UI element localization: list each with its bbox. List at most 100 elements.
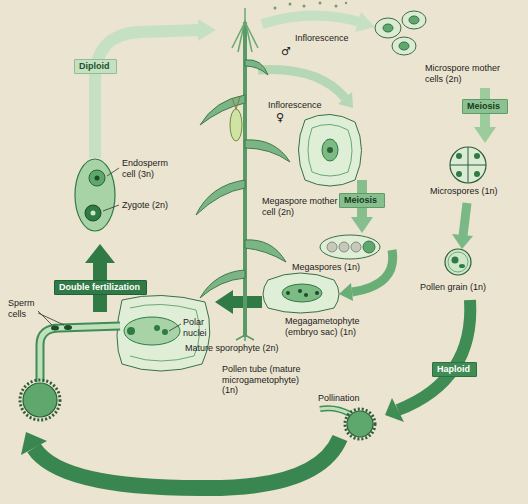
stalk	[243, 22, 247, 335]
polar-nucleus	[154, 325, 160, 331]
pollen-spikes	[20, 380, 60, 420]
arrowhead	[198, 19, 216, 41]
pollen-wall	[445, 249, 471, 275]
roots	[236, 335, 254, 341]
diploid-arrow	[95, 30, 200, 158]
arrowheads	[21, 12, 496, 455]
nucellus	[308, 124, 352, 176]
arrowhead	[339, 283, 353, 301]
pollen-dot	[289, 3, 292, 6]
leaf	[245, 140, 290, 162]
nucleus	[298, 289, 302, 293]
stage-label-box: Diploid	[74, 59, 117, 74]
microspore-arrow	[463, 203, 467, 236]
arrowhead	[85, 244, 115, 263]
zygote	[85, 205, 101, 221]
stage-label: Sperm cells	[8, 298, 42, 319]
stage-label: Megaspore mother cell (2n)	[262, 196, 338, 217]
microspore-tetrad	[450, 147, 486, 183]
pollen-grain	[445, 249, 471, 275]
nucleus	[383, 24, 393, 32]
sperm-cell	[51, 326, 59, 331]
leaf	[245, 60, 268, 75]
stage-label-box: Meiosis	[462, 99, 508, 114]
stage-label: Inflorescence	[268, 100, 334, 111]
pollen-tube	[320, 408, 350, 414]
pollen-grain	[23, 383, 57, 417]
arrowhead	[351, 217, 373, 233]
cell	[392, 37, 416, 55]
megaspore	[327, 242, 337, 252]
pollen-dot	[303, 5, 306, 8]
megagametophyte	[263, 273, 339, 313]
nucleus	[95, 176, 100, 181]
pollen-tube-inner	[320, 408, 350, 414]
nucleus	[474, 153, 480, 159]
cell-walls	[450, 147, 486, 183]
embryo-sac	[75, 159, 115, 231]
nucleus	[459, 264, 465, 268]
ear-arrow	[258, 70, 345, 98]
stage-label-box: Double fertilization	[54, 280, 147, 295]
pollen-dot	[345, 2, 347, 4]
nucleus	[456, 171, 462, 177]
megaspore	[363, 241, 375, 253]
leaf	[245, 240, 286, 262]
pollen-dot	[319, 2, 322, 5]
stage-label: Megagametophyte (embryo sac) (1n)	[285, 316, 377, 337]
tassel	[232, 8, 258, 52]
pollen-tube-inner	[40, 326, 120, 382]
stage-label-box: Haploid	[432, 362, 477, 377]
stage-label: Microspores (1n)	[430, 186, 520, 197]
nucleus	[91, 211, 96, 216]
arrowhead	[452, 234, 473, 249]
pollination-arrow	[34, 438, 340, 488]
cell	[375, 18, 401, 38]
nucleus	[327, 147, 333, 153]
fertilized-embryo-sac	[75, 159, 119, 231]
cycle-arrows	[34, 15, 485, 488]
pollen-tube-in-ovule	[20, 295, 210, 420]
pollen-inner	[448, 252, 468, 272]
tetrad	[450, 147, 486, 183]
stage-label: Pollination	[318, 393, 378, 404]
pollen-dots	[274, 2, 348, 10]
ear	[230, 109, 242, 141]
stage-label: Zygote (2n)	[122, 200, 182, 211]
stage-label: Inflorescence	[295, 33, 365, 44]
silk	[232, 97, 240, 109]
stage-label-text: Haploid	[437, 364, 472, 375]
megaspores	[320, 235, 380, 259]
leader-line	[103, 205, 119, 211]
ovule	[299, 114, 362, 186]
tassel-branch	[238, 20, 245, 52]
nucleus	[409, 16, 419, 24]
cell	[402, 11, 426, 29]
polar-nucleus	[162, 329, 168, 335]
haploid-arrow	[398, 300, 470, 410]
leaves	[196, 60, 290, 298]
leader-line	[169, 324, 181, 331]
nucleus	[474, 171, 480, 177]
nucleus	[315, 291, 319, 295]
stage-label: Mature sporophyte (2n)	[185, 343, 295, 354]
nucleus	[456, 153, 462, 159]
embryo-sac	[282, 284, 322, 302]
germinating-pollen	[320, 408, 375, 439]
pollen-spikes	[345, 409, 375, 439]
stage-label-box: Meiosis	[339, 193, 385, 208]
pollen-dot	[274, 7, 277, 10]
stage-label-text: Double fertilization	[59, 282, 142, 293]
embryo-sac	[124, 317, 180, 345]
sperm-cell	[64, 325, 72, 330]
stage-label: Polar nuclei	[183, 317, 219, 338]
pollen-dot	[335, 5, 338, 8]
tassel-branch	[245, 20, 252, 52]
nucleus	[452, 257, 459, 264]
endosperm-cell	[89, 170, 105, 186]
nucleus	[286, 291, 290, 295]
egg	[127, 327, 135, 335]
arrowhead	[355, 12, 375, 32]
stage-label-text: Meiosis	[344, 195, 380, 206]
